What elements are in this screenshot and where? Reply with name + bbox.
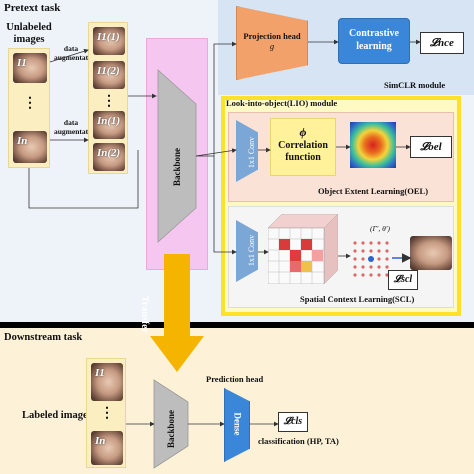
projection-symbol: g: [269, 41, 275, 51]
scl-label: Spatial Context Learning(SCL): [300, 294, 415, 304]
ellipsis: ⋮: [23, 96, 37, 111]
projection-head-label: Projection head: [243, 31, 301, 41]
dense-label: Dense: [232, 412, 242, 436]
correlation-function-box: ϕ Correlation function: [270, 118, 336, 176]
heatmap-image: [350, 122, 396, 168]
augmented-images-group: I1(1) I1(2) ⋮ In(1) In(2): [88, 22, 128, 174]
oel-conv-label: 1x1 Conv: [247, 136, 257, 169]
thumb-label: In: [17, 135, 28, 147]
scl-conv-label: 1x1 Conv: [247, 234, 257, 267]
data-augmentation-label-2: data augmentation: [54, 118, 99, 136]
unlabeled-images-label: Unlabeled images: [6, 22, 52, 45]
pretext-title: Pretext task: [4, 2, 61, 14]
oel-label: Object Extent Learning(OEL): [318, 186, 429, 196]
augmented-image-n-1: In(1): [93, 111, 125, 139]
labeled-image-n: In: [91, 431, 123, 465]
ellipsis: ⋮: [102, 94, 116, 109]
augmented-image-n-2: In(2): [93, 143, 125, 171]
contrastive-learning-box: Contrastive learning: [338, 18, 410, 64]
oel-loss-box: 𝓛oel: [410, 136, 452, 158]
thumb-label: I1(1): [97, 31, 120, 43]
oel-conv-box: 1x1 Conv: [236, 120, 258, 182]
data-augmentation-label-1: data augmentation: [54, 44, 99, 62]
pretext-backbone-label: Backbone: [172, 147, 182, 186]
labeled-images-label: Labeled images: [22, 410, 92, 421]
thumb-label: I1(2): [97, 65, 120, 77]
thumb-label: I1: [95, 367, 105, 379]
feature-cube-graphic: [267, 213, 339, 285]
downstream-backbone-label: Backbone: [166, 409, 176, 448]
polar-coordinate-label: (Γ′, θ′): [370, 224, 390, 233]
ellipsis: ⋮: [100, 406, 114, 421]
downstream-title: Downstream task: [4, 332, 83, 343]
scl-conv-box: 1x1 Conv: [236, 220, 258, 282]
augmented-image-1-2: I1(2): [93, 61, 125, 89]
lio-module-title: Look-into-object(LIO) module: [226, 98, 338, 108]
scl-loss-box: 𝓛scl: [388, 270, 418, 290]
simclr-module-label: SimCLR module: [384, 80, 446, 90]
labeled-images-group: I1 ⋮ In: [86, 358, 126, 468]
thumb-label: I1: [17, 57, 27, 69]
prediction-head-label: Prediction head: [206, 374, 264, 384]
correlation-label: Correlation function: [278, 140, 328, 163]
nce-loss-box: 𝓛nce: [420, 32, 464, 54]
labeled-image-1: I1: [91, 363, 123, 401]
unlabeled-images-group: I1 ⋮ In: [8, 48, 50, 168]
thumb-label: In(2): [97, 147, 121, 159]
feature-cube: [267, 213, 339, 285]
thumb-label: In: [95, 435, 106, 447]
unlabeled-image-n: In: [13, 131, 47, 163]
polar-grid-graphic: [353, 241, 389, 277]
section-divider: [0, 322, 474, 328]
scl-target-image: [410, 236, 452, 270]
augmented-image-1-1: I1(1): [93, 27, 125, 55]
unlabeled-image-1: I1: [13, 53, 47, 83]
thumb-label: In(1): [97, 115, 121, 127]
cls-loss-box: 𝓛cls: [278, 412, 308, 432]
classification-label: classification (HP, TA): [258, 436, 339, 446]
phi-symbol: ϕ: [299, 125, 307, 139]
polar-grid: [350, 238, 392, 280]
transfer-label: Transfer: [139, 296, 150, 334]
